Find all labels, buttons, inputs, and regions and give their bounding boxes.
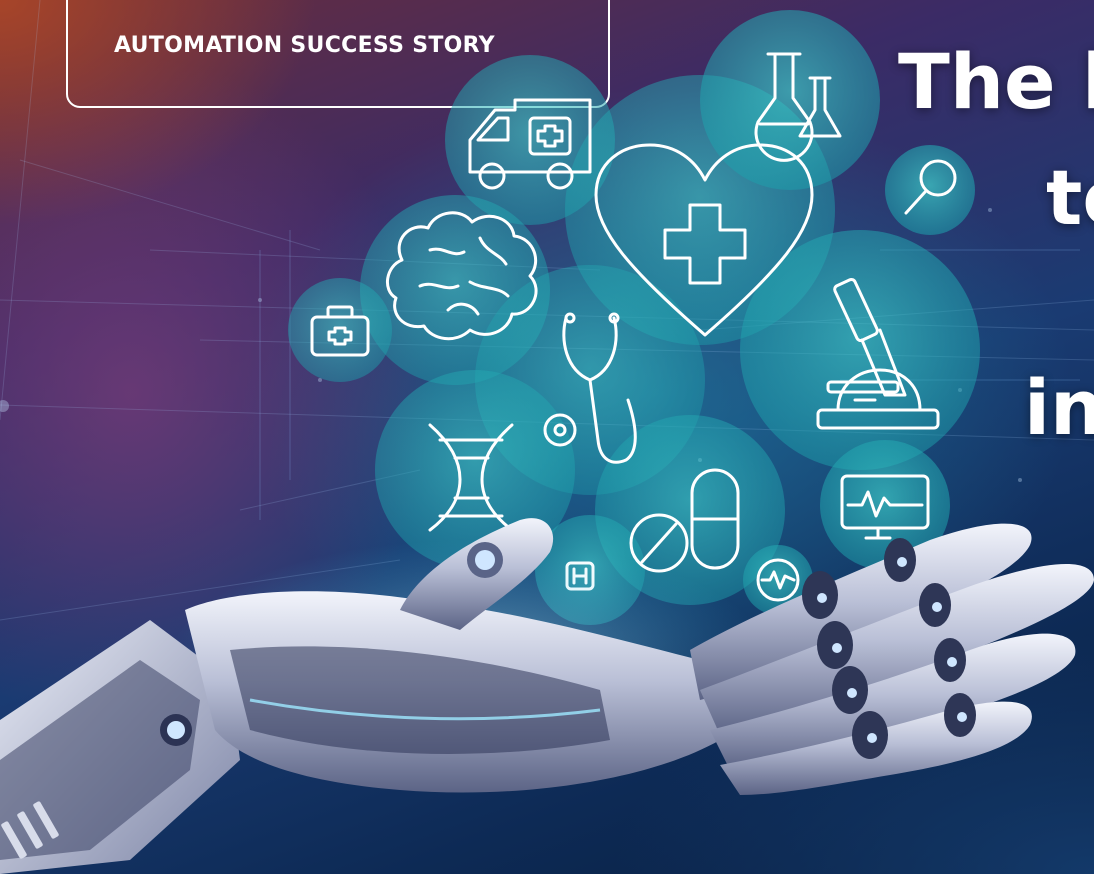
- headline-line-1: The lo: [898, 37, 1094, 126]
- story-badge: [66, 0, 610, 108]
- microscope-icon: [816, 277, 940, 430]
- ambulance-icon: [468, 98, 592, 190]
- first-aid-kit-icon: [310, 305, 370, 357]
- headline-line-3: in: [1024, 363, 1094, 452]
- flask-icon: [754, 52, 842, 162]
- magnifier-icon: [904, 159, 957, 215]
- dna-icon: [428, 423, 514, 532]
- robot-hand-icon: [0, 518, 1094, 874]
- stethoscope-icon: [543, 312, 637, 464]
- badge-label: AUTOMATION SUCCESS STORY: [114, 33, 495, 58]
- brain-icon: [386, 211, 538, 341]
- heart-cross-icon: [594, 143, 814, 337]
- monitor-pulse-icon: [840, 474, 930, 540]
- headline-line-2: to: [1046, 153, 1094, 242]
- heartbeat-icon: [756, 558, 800, 602]
